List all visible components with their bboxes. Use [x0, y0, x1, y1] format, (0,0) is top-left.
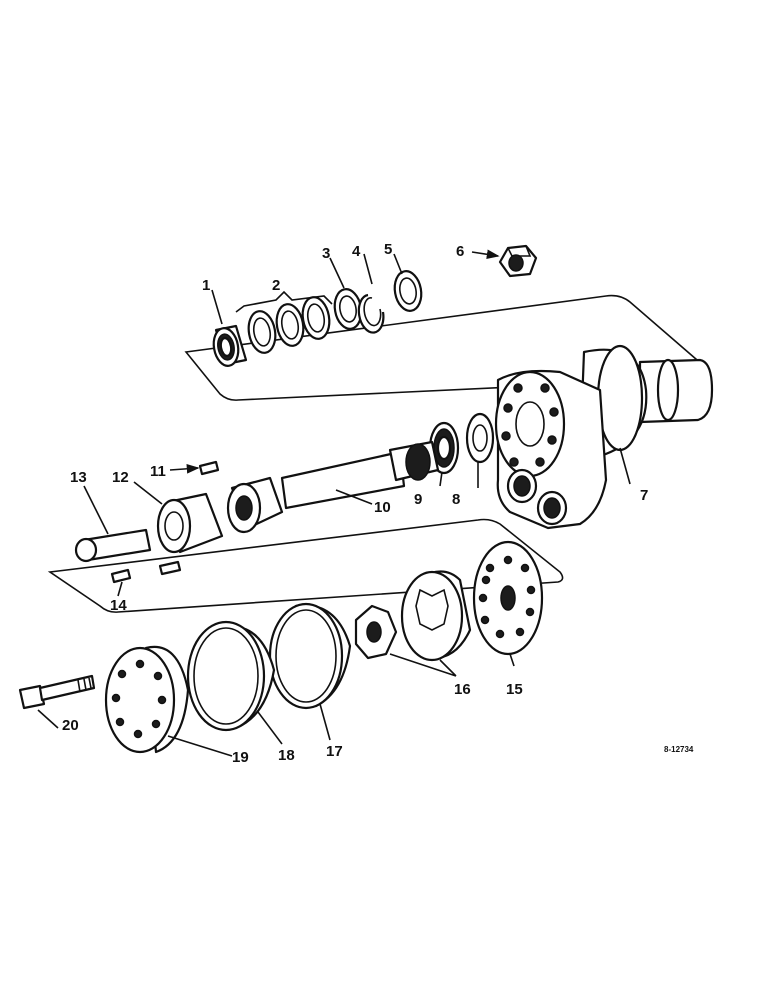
snap-ring-part-4 — [357, 293, 385, 334]
callout-13: 13 — [70, 469, 87, 486]
leader-lines — [37, 249, 631, 757]
thrust-washer-part-8 — [465, 412, 495, 464]
callout-11: 11 — [150, 463, 166, 480]
spacer-ring-part-17 — [268, 602, 352, 710]
end-cap-part-19 — [104, 645, 190, 754]
callout-labels: 1 2 3 4 5 6 7 8 9 10 11 12 13 14 15 16 1… — [62, 241, 694, 766]
callout-5: 5 — [384, 241, 392, 258]
drive-shaft-part-10 — [226, 440, 440, 534]
callout-12: 12 — [112, 469, 129, 486]
housing-part-7 — [494, 344, 714, 530]
callout-16: 16 — [454, 681, 471, 698]
hex-nut-part-6 — [498, 244, 538, 278]
callout-20: 20 — [62, 717, 79, 734]
seal-rings-part-2 — [247, 296, 331, 354]
callout-3: 3 — [322, 245, 330, 262]
callout-15: 15 — [506, 681, 523, 698]
callout-7: 7 — [640, 487, 648, 504]
callout-4: 4 — [352, 243, 361, 260]
callout-17: 17 — [326, 743, 343, 760]
callout-10: 10 — [374, 499, 391, 516]
pin-part-11 — [198, 460, 220, 476]
drawing-number: 8-12734 — [664, 745, 694, 754]
coupling-part-12 — [156, 492, 224, 554]
callout-2: 2 — [272, 277, 280, 294]
callout-19: 19 — [232, 749, 249, 766]
callout-14: 14 — [110, 597, 127, 614]
callout-1: 1 — [202, 277, 210, 294]
bolt-part-20 — [18, 674, 96, 710]
pins-part-14 — [110, 560, 182, 584]
callout-9: 9 — [414, 491, 422, 508]
spacer-ring-part-18 — [186, 620, 276, 732]
manifold-plate-part-15 — [472, 540, 544, 656]
drive-pin-part-13 — [74, 528, 152, 563]
gerotor-set-part-16 — [354, 570, 472, 662]
callout-8: 8 — [452, 491, 460, 508]
drive-kit-plate — [47, 518, 564, 613]
seal-part-5 — [393, 270, 423, 312]
needle-bearing-part-1 — [212, 324, 248, 367]
callout-6: 6 — [456, 243, 464, 260]
callout-18: 18 — [278, 747, 295, 764]
